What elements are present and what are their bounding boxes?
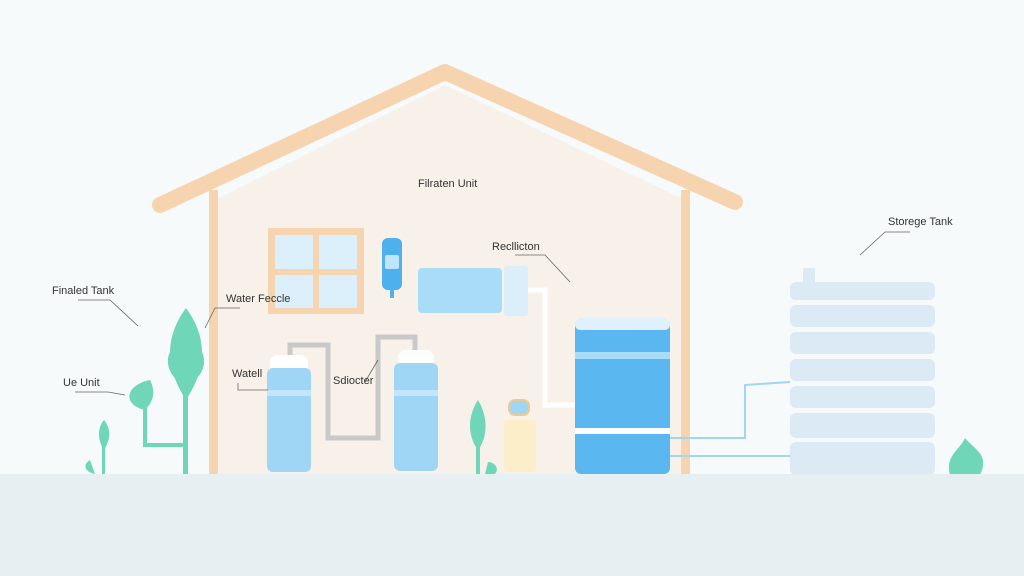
- storage-tank: [790, 268, 935, 475]
- filter-cartridge: [382, 238, 402, 298]
- tank-middle: [394, 350, 438, 471]
- label-filtration-unit: Filraten Unit: [418, 178, 478, 190]
- label-storage-tank: Storege Tank: [888, 216, 953, 228]
- plants: [85, 308, 984, 475]
- window: [268, 228, 364, 314]
- label-watell: Watell: [232, 368, 263, 380]
- label-use-unit: Ue Unit: [63, 377, 100, 389]
- label-selector: Sdiocter: [333, 375, 374, 387]
- ground: [0, 474, 1024, 576]
- leader-lines: [75, 231, 910, 396]
- label-water-feccle: Water Feccle: [226, 293, 291, 305]
- main-tank: [575, 318, 670, 474]
- pump: [504, 399, 536, 472]
- recollection-unit: [418, 266, 580, 408]
- label-finaled-tank: Finaled Tank: [52, 285, 115, 297]
- tank-left: [267, 355, 311, 472]
- label-recollection: Recllicton: [492, 241, 540, 253]
